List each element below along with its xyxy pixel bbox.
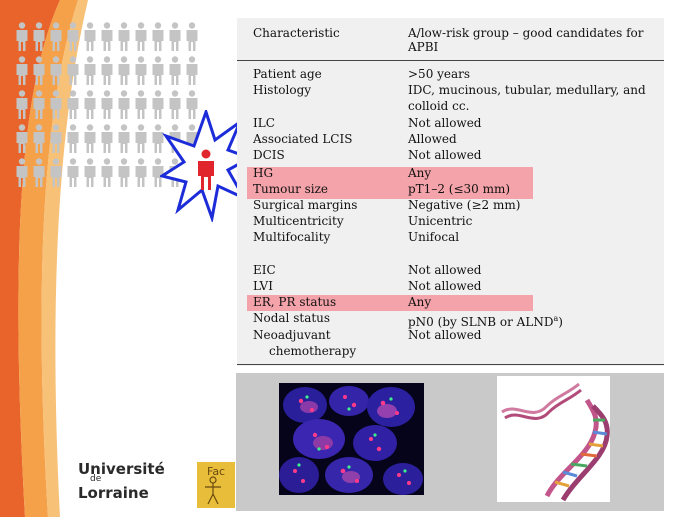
table-rule-top	[237, 60, 664, 61]
highlight-hg	[247, 167, 533, 183]
table-header-characteristic: Characteristic	[253, 26, 340, 40]
table-header-group: A/low-risk group – good candidates for A…	[408, 26, 644, 54]
starburst-highlight-icon	[160, 110, 252, 222]
image-panel	[236, 373, 664, 511]
table-rule-bottom	[237, 364, 664, 365]
fish-microscopy-image	[279, 383, 424, 495]
faculty-logo: Fac	[197, 462, 235, 508]
universite-de-lorraine-logo: Université de Lorraine	[78, 460, 165, 502]
dna-helix-illustration	[497, 376, 610, 502]
highlight-er-pr	[247, 295, 533, 311]
highlight-tumour-size	[247, 183, 533, 199]
skeleton-figure-icon	[205, 476, 221, 505]
apbi-criteria-table: Characteristic A/low-risk group – good c…	[237, 18, 664, 366]
red-person-icon	[198, 149, 214, 190]
